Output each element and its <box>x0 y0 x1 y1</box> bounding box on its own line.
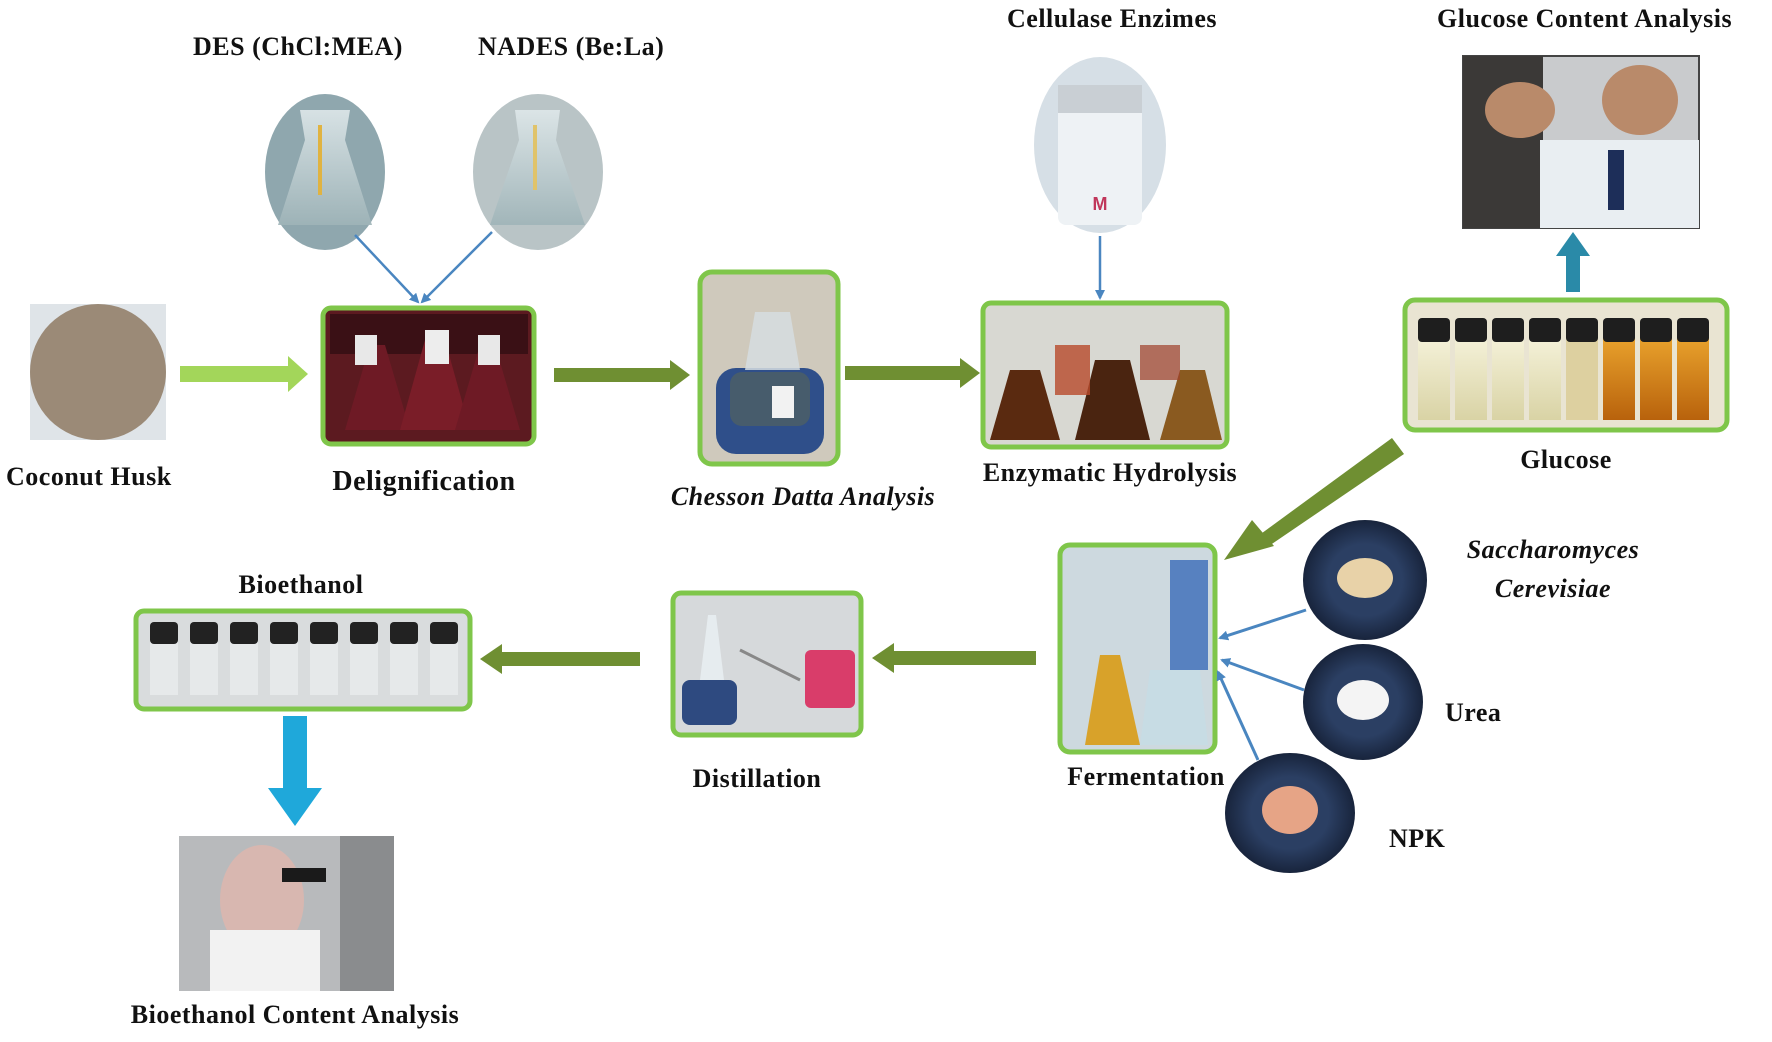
des-flask-image <box>265 94 385 250</box>
npk-label: NPK <box>1389 824 1446 853</box>
arrow-glucose-to-analysis <box>1556 232 1590 292</box>
coconut-husk-image <box>30 304 166 440</box>
cellulase-label: Cellulase Enzimes <box>1007 4 1217 33</box>
saccharomyces-label-line1: Saccharomyces <box>1466 535 1640 564</box>
arrow-npk-to-fermentation <box>1216 670 1260 761</box>
chesson-datta-label: Chesson Datta Analysis <box>670 482 936 511</box>
arrow-chesson-to-enzymatic <box>845 358 980 388</box>
glucose-vials <box>1418 318 1709 420</box>
arrow-coconut-to-delignification <box>180 356 308 392</box>
arrow-nades-to-delignification <box>420 231 493 304</box>
saccharomyces-label-line2: Cerevisiae <box>1494 574 1612 603</box>
arrow-fermentation-to-distillation <box>872 643 1036 673</box>
arrow-bioethanol-to-analysis <box>268 716 322 826</box>
svg-text:M: M <box>1093 194 1108 214</box>
distillation-label: Distillation <box>692 764 822 793</box>
nades-flask-image <box>473 94 603 250</box>
bioethanol-label: Bioethanol <box>238 570 364 599</box>
nades-label: NADES (Be:La) <box>478 32 665 61</box>
bioethanol-vials-image <box>133 608 473 712</box>
coconut-husk-label: Coconut Husk <box>6 462 172 491</box>
urea-dish-image <box>1303 644 1423 760</box>
delignification-label: Delignification <box>332 466 516 497</box>
glucose-content-label: Glucose Content Analysis <box>1437 4 1733 33</box>
chesson-datta-image <box>697 269 841 467</box>
urea-label: Urea <box>1445 698 1502 727</box>
arrow-glucose-to-fermentation <box>1224 438 1404 560</box>
bioethanol-content-label: Bioethanol Content Analysis <box>130 1000 460 1029</box>
arrow-des-to-delignification <box>354 234 420 304</box>
fermentation-label: Fermentation <box>1067 762 1225 791</box>
enzymatic-hydrolysis-image <box>980 300 1230 450</box>
enzymatic-hydrolysis-label: Enzymatic Hydrolysis <box>982 458 1238 487</box>
distillation-image <box>670 590 864 738</box>
saccharomyces-dish-image <box>1303 520 1427 640</box>
arrow-delignification-to-chesson <box>554 360 690 390</box>
glucose-label: Glucose <box>1520 445 1612 474</box>
fermentation-image <box>1057 542 1218 755</box>
glucose-vials-image <box>1402 297 1730 433</box>
arrow-distillation-to-bioethanol <box>480 644 640 674</box>
des-label: DES (ChCl:MEA) <box>193 32 403 61</box>
bioethanol-vials <box>150 622 458 695</box>
arrow-urea-to-fermentation <box>1220 658 1305 692</box>
cellulase-enzyme-image: M <box>1034 57 1166 233</box>
glucose-analysis-image <box>1462 55 1700 229</box>
bioethanol-analysis-image <box>179 836 394 991</box>
delignification-image <box>320 305 537 447</box>
npk-dish-image <box>1225 753 1355 873</box>
arrow-saccharomyces-to-fermentation <box>1218 608 1307 641</box>
